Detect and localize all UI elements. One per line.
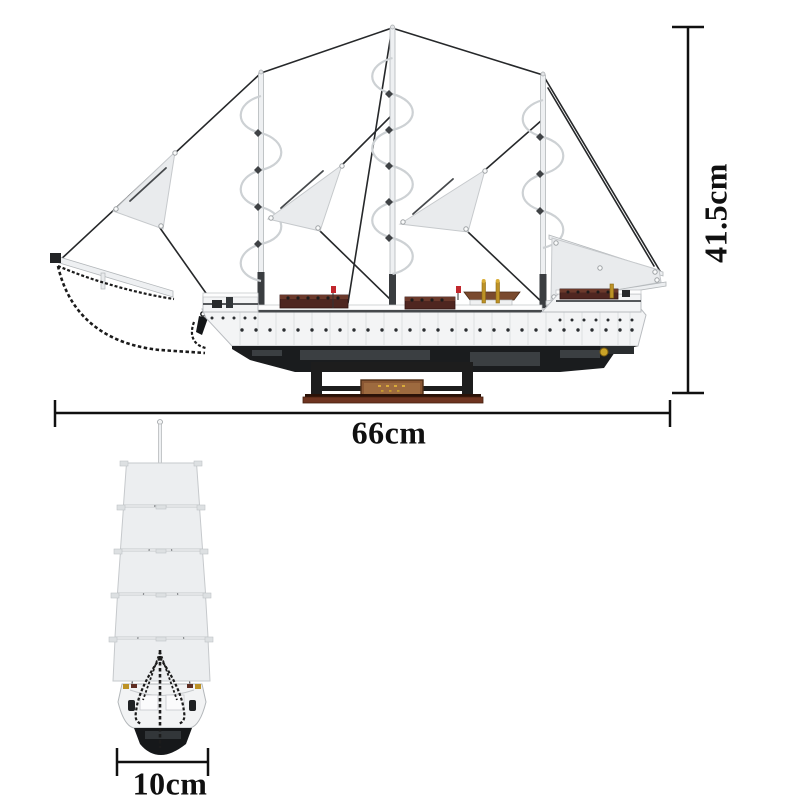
mizzenmast-beads	[536, 133, 544, 215]
hull-panel-lines	[239, 312, 631, 345]
mainmast	[371, 24, 414, 308]
front-sail-stack	[108, 460, 214, 682]
height-dimension-line	[672, 25, 704, 395]
main-staysail	[266, 163, 345, 232]
hull-side	[201, 289, 647, 372]
porthole-rows	[210, 316, 634, 332]
front-chains	[134, 650, 186, 748]
red-flags	[331, 286, 461, 308]
stand-plaque	[360, 379, 424, 398]
beam-dimension-line	[115, 748, 210, 776]
mizzen-staysail	[398, 168, 488, 233]
jib-sail	[112, 150, 178, 230]
front-hull	[117, 683, 207, 755]
display-stand	[302, 362, 484, 404]
beam-dimension-label: 10cm	[132, 765, 208, 800]
foremast-coil-rigging	[239, 94, 283, 283]
sails	[112, 150, 667, 306]
length-dimension-label: 66cm	[351, 414, 427, 451]
front-view-ship	[108, 419, 214, 755]
deck-structures	[212, 279, 630, 310]
stern-bitt	[622, 290, 630, 297]
stern-gold-fitting	[609, 283, 614, 299]
anchor-chains	[56, 264, 207, 355]
mizzenmast	[521, 71, 565, 309]
side-view-ship	[50, 24, 667, 404]
rigging-lines	[57, 27, 661, 306]
length-dimension-line	[53, 400, 672, 427]
rudder-block	[600, 346, 634, 354]
bowsprit	[50, 253, 174, 298]
gold-davits	[481, 279, 500, 304]
masts	[239, 24, 565, 309]
spanker-sail	[545, 234, 667, 306]
lifeboat-rack-mid	[404, 296, 456, 310]
height-dimension-label: 41.5cm	[697, 163, 734, 263]
ship-boat	[463, 291, 521, 306]
mainmast-beads	[385, 90, 393, 242]
lifeboat-rack-fore	[279, 294, 349, 309]
foremast-beads	[254, 129, 262, 248]
foremast	[239, 69, 283, 306]
hull-gray-patches	[252, 350, 600, 366]
propeller	[599, 347, 609, 357]
dimension-lines	[53, 25, 704, 776]
yard-tabs	[108, 460, 214, 643]
lifeboat-rack-stern	[559, 288, 619, 300]
stand-base	[302, 396, 484, 404]
